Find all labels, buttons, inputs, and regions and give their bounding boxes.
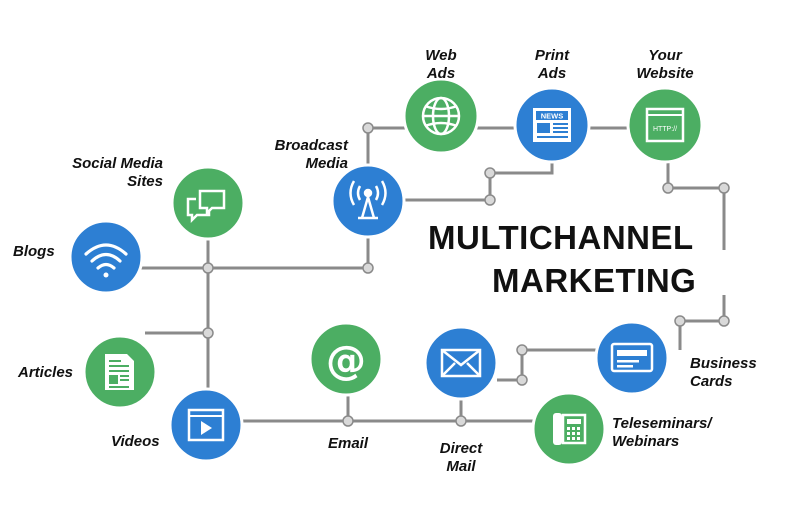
label-print-ads-line1: Print: [534, 47, 570, 64]
label-web-ads-line2: Ads: [426, 65, 456, 82]
node-broadcast-media: [330, 163, 406, 239]
browser-icon: HTTP://: [645, 107, 685, 143]
label-social-media-line1: Social Media: [72, 155, 163, 172]
label-broadcast-media: Broadcast Media: [250, 137, 348, 173]
label-email-line1: Email: [327, 435, 369, 452]
label-teleseminars-line2: Webinars: [612, 433, 680, 450]
label-your-website-line2: Website: [636, 65, 694, 82]
browser-icon-text: HTTP://: [653, 126, 677, 133]
label-blogs-line1: Blogs: [13, 243, 55, 260]
label-business-cards-line2: Cards: [690, 373, 733, 390]
title-line1: MULTICHANNEL: [428, 219, 694, 256]
globe-icon: [421, 96, 461, 136]
node-articles: [82, 334, 158, 410]
label-print-ads-line2: Ads: [537, 65, 567, 82]
node-social-media: [170, 165, 246, 241]
label-web-ads-line1: Web: [425, 47, 457, 64]
node-print-ads: NEWS: [513, 86, 591, 164]
label-social-media: Social Media Sites: [50, 155, 163, 191]
phone-icon: [553, 413, 587, 445]
node-videos: [168, 387, 244, 463]
label-direct-mail: Direct Mail: [429, 440, 493, 476]
node-business-cards: [594, 320, 670, 396]
label-teleseminars: Teleseminars/ Webinars: [612, 415, 712, 451]
label-teleseminars-line1: Teleseminars/: [612, 415, 712, 432]
node-email: @: [308, 321, 384, 397]
label-social-media-line2: Sites: [127, 173, 163, 190]
antenna-icon: [349, 180, 387, 220]
svg-text:@: @: [326, 338, 366, 384]
label-web-ads: Web Ads: [411, 47, 471, 83]
label-broadcast-media-line1: Broadcast: [274, 137, 348, 154]
label-blogs: Blogs: [13, 243, 55, 261]
connector-joints: [202, 122, 730, 427]
node-teleseminars: [531, 391, 607, 467]
label-videos: Videos: [111, 433, 160, 451]
title-line2: MARKETING: [492, 262, 697, 299]
label-videos-line1: Videos: [111, 433, 160, 450]
label-direct-mail-line2: Mail: [446, 458, 476, 475]
at-sign-icon: @: [326, 338, 366, 384]
label-broadcast-media-line2: Media: [305, 155, 348, 172]
wifi-icon: [84, 243, 128, 278]
label-articles: Articles: [18, 364, 73, 382]
newspaper-icon-text: NEWS: [541, 112, 564, 121]
label-email: Email: [316, 435, 380, 453]
chat-bubbles-icon: [186, 189, 226, 224]
card-icon: [610, 342, 654, 373]
label-direct-mail-line1: Direct: [439, 440, 483, 457]
label-business-cards-line1: Business: [690, 355, 757, 372]
document-icon: [105, 354, 134, 390]
envelope-icon: [440, 348, 482, 378]
label-your-website-line1: Your: [648, 47, 682, 64]
label-print-ads: Print Ads: [522, 47, 582, 83]
label-business-cards: Business Cards: [690, 355, 757, 391]
label-articles-line1: Articles: [18, 364, 74, 381]
node-your-website: HTTP://: [626, 86, 704, 164]
node-web-ads: [402, 77, 480, 155]
node-blogs: [68, 219, 144, 295]
node-direct-mail: [423, 325, 499, 401]
label-your-website: Your Website: [623, 47, 707, 83]
video-player-icon: [187, 408, 225, 442]
newspaper-icon: NEWS: [533, 108, 571, 142]
